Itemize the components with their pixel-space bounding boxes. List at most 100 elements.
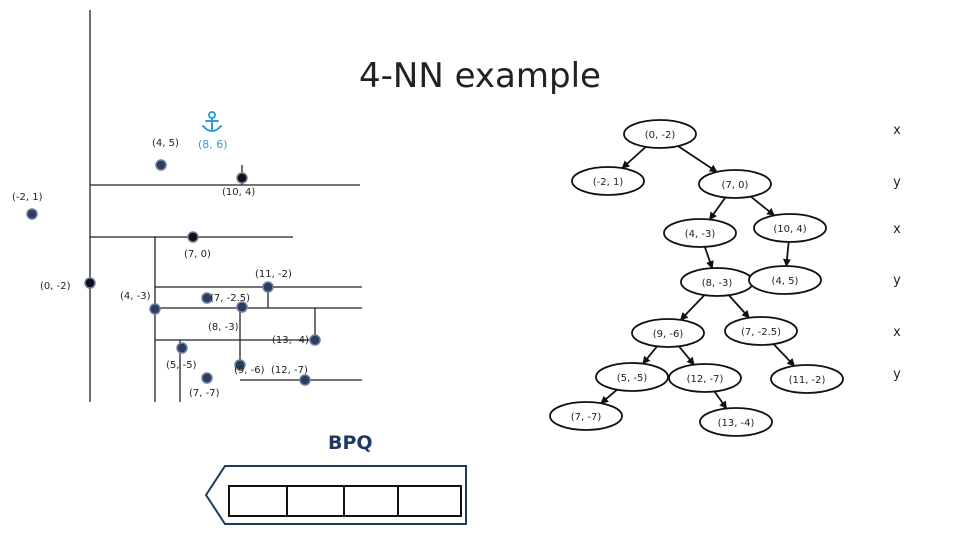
depth-axis-label: x (893, 325, 901, 340)
tree-node-label: (7, -2.5) (741, 327, 781, 338)
tree-edge (713, 390, 728, 410)
tree-node: (7, 0) (698, 169, 772, 199)
plane-point (236, 172, 248, 184)
plane-point-label: (7, 0) (184, 249, 211, 260)
plane-point (84, 277, 96, 289)
tree-edge (679, 294, 706, 321)
tree-node-ellipse (663, 218, 737, 248)
plane-point (262, 281, 274, 293)
depth-axis-label: y (893, 273, 901, 288)
plane-points: (4, 5) (10, 4) (-2, 1) (7, 0) (0, -2) (11, -2… (12, 138, 321, 399)
tree-node: (10, 4) (753, 213, 827, 243)
plane-point-label: (13, -4) (272, 335, 309, 346)
tree-node-ellipse (748, 265, 822, 295)
tree-node: (7, -2.5) (724, 316, 798, 346)
bpq-slot (286, 485, 345, 517)
tree-edges (600, 145, 796, 410)
tree-edge (677, 145, 718, 173)
tree-node: (4, 5) (748, 265, 822, 295)
tree-node-label: (9, -6) (653, 329, 684, 340)
tree-node-label: (12, -7) (687, 374, 724, 385)
plane-point (155, 159, 167, 171)
plane-point-label: (4, 5) (152, 138, 179, 149)
plane-point-label: (4, -3) (120, 291, 151, 302)
plane-point-label: (7, -2.5) (210, 293, 250, 304)
tree-node-ellipse (595, 362, 669, 392)
depth-axis-label: x (893, 222, 901, 237)
tree-node-ellipse (549, 401, 623, 431)
plane-point (176, 342, 188, 354)
tree-node: (9, -6) (631, 318, 705, 348)
tree-edge (728, 294, 750, 319)
bpq-arrow-outline (204, 465, 467, 525)
tree-nodes: (0, -2) (-2, 1) (7, 0) (4, -3) (10, 4) (8, -3… (549, 119, 844, 437)
depth-axis-label: y (893, 175, 901, 190)
depth-axis-label: y (893, 367, 901, 382)
depth-axis-labels: x y x y x y (893, 123, 901, 382)
tree-node-label: (7, -7) (571, 412, 602, 423)
tree-edge (750, 195, 776, 217)
tree-node: (4, -3) (663, 218, 737, 248)
tree-node: (11, -2) (770, 364, 844, 394)
tree-node-ellipse (698, 169, 772, 199)
plane-point-label: (11, -2) (255, 269, 292, 280)
tree-edge (678, 345, 695, 366)
tree-node-ellipse (631, 318, 705, 348)
plane-point (236, 301, 248, 313)
tree-edge (772, 343, 796, 367)
tree-node-ellipse (699, 407, 773, 437)
query-point: (8, 6) (198, 111, 228, 151)
anchor-icon (202, 111, 222, 132)
tree-node-label: (4, -3) (685, 229, 716, 240)
depth-axis-label: x (893, 123, 901, 138)
tree-node: (0, -2) (623, 119, 697, 149)
tree-edge (703, 246, 714, 270)
tree-node-label: (0, -2) (645, 130, 676, 141)
tree-node-label: (11, -2) (789, 375, 826, 386)
tree-node-ellipse (623, 119, 697, 149)
plane-point-label: (10, 4) (222, 187, 255, 198)
plane-point (309, 334, 321, 346)
tree-edge (642, 345, 658, 365)
plane-point (234, 359, 246, 371)
tree-node: (5, -5) (595, 362, 669, 392)
tree-node-label: (10, 4) (773, 224, 806, 235)
plane-point (26, 208, 38, 220)
tree-edge (783, 241, 791, 268)
plane-point-label: (8, -3) (208, 322, 239, 333)
tree-node: (7, -7) (549, 401, 623, 431)
bpq-slot (397, 485, 462, 517)
plane-point-label: (5, -5) (166, 360, 197, 371)
bounded-priority-queue (204, 465, 467, 525)
partition-lines (89, 10, 362, 402)
tree-node-ellipse (753, 213, 827, 243)
tree-node-label: (7, 0) (722, 180, 749, 191)
plane-point (201, 292, 213, 304)
tree-node-ellipse (668, 363, 742, 393)
tree-node-ellipse (724, 316, 798, 346)
query-point-label: (8, 6) (198, 138, 228, 151)
tree-node: (8, -3) (680, 267, 754, 297)
bpq-slot (343, 485, 399, 517)
tree-node: (13, -4) (699, 407, 773, 437)
tree-edge (708, 196, 727, 221)
tree-node-label: (8, -3) (702, 278, 733, 289)
plane-point (187, 231, 199, 243)
plane-point-label: (7, -7) (189, 388, 220, 399)
plane-point (149, 303, 161, 315)
tree-node-label: (13, -4) (718, 418, 755, 429)
bpq-label: BPQ (328, 432, 373, 454)
plane-point-label: (0, -2) (40, 281, 71, 292)
plane-point-label: (9, -6) (234, 365, 265, 376)
plane-point (201, 372, 213, 384)
slide-title: 4-NN example (359, 56, 601, 96)
bpq-slot (228, 485, 288, 517)
plane-point (299, 374, 311, 386)
tree-edge (600, 389, 618, 404)
tree-node-label: (-2, 1) (593, 177, 624, 188)
tree-node-ellipse (770, 364, 844, 394)
plane-point-label: (-2, 1) (12, 192, 43, 203)
tree-node-label: (4, 5) (772, 276, 799, 287)
tree-edge (621, 146, 647, 169)
